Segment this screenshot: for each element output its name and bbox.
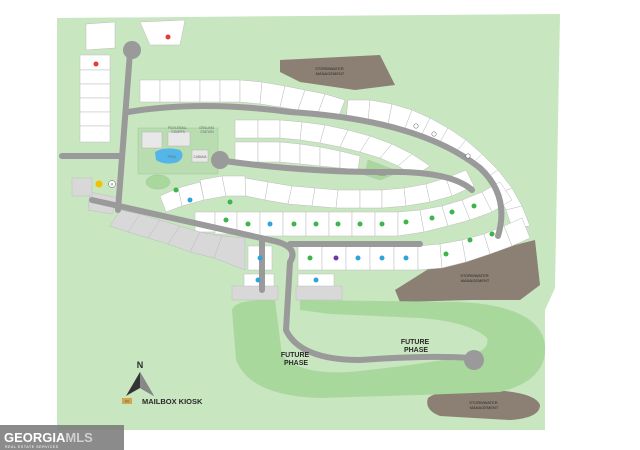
model-marker xyxy=(333,255,339,261)
available-marker xyxy=(429,215,435,221)
future-phase-area xyxy=(232,300,546,398)
available-marker xyxy=(471,203,477,209)
mailbox-marker xyxy=(95,180,103,188)
mailbox-legend-icon xyxy=(122,398,132,404)
reserved-marker xyxy=(379,255,385,261)
available-marker xyxy=(489,231,495,237)
available-marker xyxy=(449,209,455,215)
reserved-marker xyxy=(313,277,319,283)
available-marker xyxy=(291,221,297,227)
mailbox-legend-icon-label: MB xyxy=(125,400,130,404)
mailbox-kiosk-map-label: M xyxy=(111,183,114,187)
cabana-label: CABANA xyxy=(193,155,207,159)
amenity-center xyxy=(137,127,219,190)
cul-de-sac-north xyxy=(123,41,141,59)
reserved-marker xyxy=(403,255,409,261)
lots-lower-row xyxy=(243,217,531,289)
cul-de-sac-south xyxy=(464,350,484,370)
reserved-marker xyxy=(355,255,361,261)
roads xyxy=(59,49,505,363)
future-phase-right-label: FUTURE PHASE xyxy=(401,339,431,354)
available-marker xyxy=(443,251,449,257)
pickleball-label: PICKLEBALL COURTS xyxy=(168,126,188,134)
available-marker xyxy=(467,237,473,243)
north-label: N xyxy=(137,360,144,370)
reserved-marker xyxy=(267,221,273,227)
stormwater-top-label: STORMWATER MANAGEMENT xyxy=(315,66,345,76)
lots-top xyxy=(79,19,186,143)
mailbox-legend-label: MAILBOX KIOSK xyxy=(142,397,203,406)
watermark-brand: GEORGIAMLS xyxy=(4,430,93,445)
lots-top-row xyxy=(139,79,346,119)
watermark-background xyxy=(0,425,124,450)
lot-status-markers: M xyxy=(93,34,495,283)
reserved-marker xyxy=(257,255,263,261)
sold-marker xyxy=(413,123,419,129)
cul-de-sac-center xyxy=(211,151,229,169)
reserved-marker xyxy=(255,277,261,283)
pool-label: POOL xyxy=(168,155,177,159)
mailbox-kiosk-icon xyxy=(108,180,116,188)
available-marker xyxy=(313,221,319,227)
stormwater-right xyxy=(395,240,540,302)
available-marker xyxy=(357,221,363,227)
pool-shape xyxy=(155,148,183,164)
available-marker xyxy=(379,221,385,227)
grilling-label: GRILLING STATION xyxy=(199,126,215,134)
sold-marker xyxy=(465,153,471,159)
watermark-tagline: REAL ESTATE SERVICES xyxy=(5,445,59,449)
stormwater-bottom xyxy=(427,389,540,420)
available-marker xyxy=(227,199,233,205)
available-marker xyxy=(307,255,313,261)
sold-marker xyxy=(93,61,99,67)
north-arrow-icon xyxy=(126,372,154,396)
sold-marker xyxy=(431,131,437,137)
sold-marker xyxy=(165,34,171,40)
stormwater-bottom-label: STORMWATER MANAGEMENT xyxy=(469,400,499,410)
available-marker xyxy=(173,187,179,193)
lots-south-loop xyxy=(159,169,475,213)
future-phase-left-label: FUTURE PHASE xyxy=(281,352,311,367)
lots-interior xyxy=(234,119,431,177)
available-marker xyxy=(335,221,341,227)
available-marker xyxy=(403,219,409,225)
available-marker xyxy=(223,217,229,223)
reserved-marker xyxy=(187,197,193,203)
stormwater-top xyxy=(280,55,395,90)
stormwater-right-label: STORMWATER MANAGEMENT xyxy=(460,273,490,283)
available-marker xyxy=(245,221,251,227)
